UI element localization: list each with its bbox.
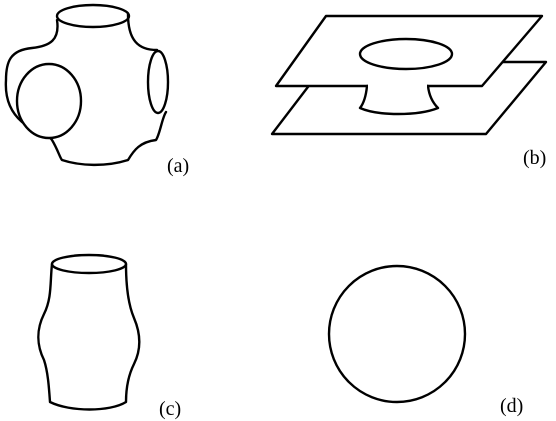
panel-b-neck-opening [358,37,454,71]
panel-b-label: (b) [523,147,546,169]
panel-a: (a) [4,3,189,177]
panel-c-label: (c) [159,398,181,420]
panel-c-tube-outline [37,262,141,411]
panel-a-label: (a) [167,155,189,177]
panel-c-top-opening [50,253,128,275]
panel-b-neck [358,84,440,116]
panel-a-right-opening [146,49,170,115]
panel-a-top-opening [55,3,131,29]
panel-c: (c) [37,253,181,420]
panel-b: (b) [270,14,548,169]
panel-d-circle [327,264,467,404]
panel-a-left-opening [15,62,83,140]
panel-d-label: (d) [500,395,523,417]
panel-b-upper-plane [274,14,544,88]
panel-d: (d) [327,264,523,417]
